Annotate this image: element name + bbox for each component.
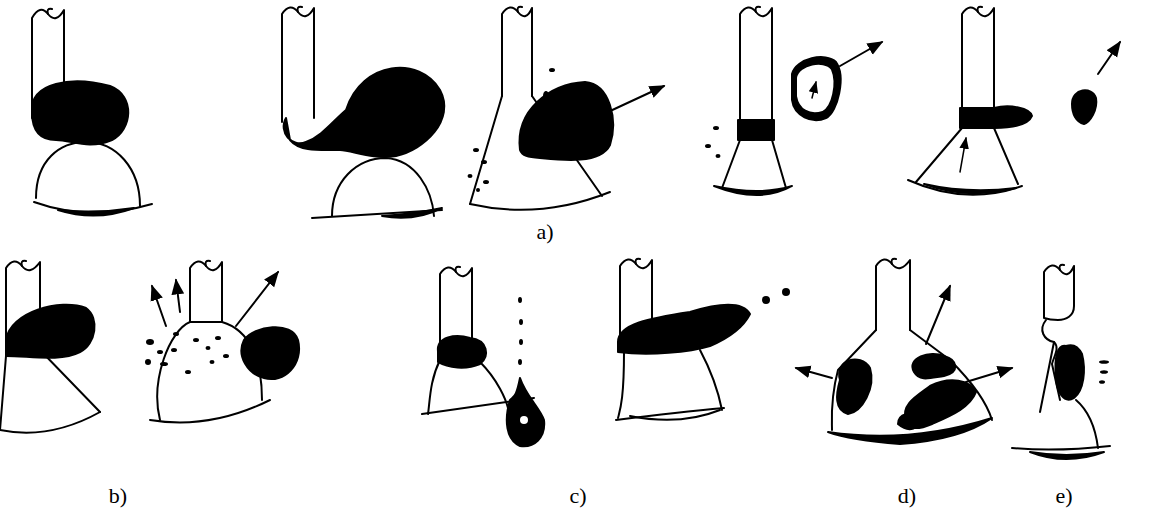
figure-label: d) [898,485,916,507]
figure-label: b) [109,485,127,507]
figure-label: a) [536,221,553,243]
figure-label: e) [1055,485,1072,507]
figure-label: c) [569,485,586,507]
